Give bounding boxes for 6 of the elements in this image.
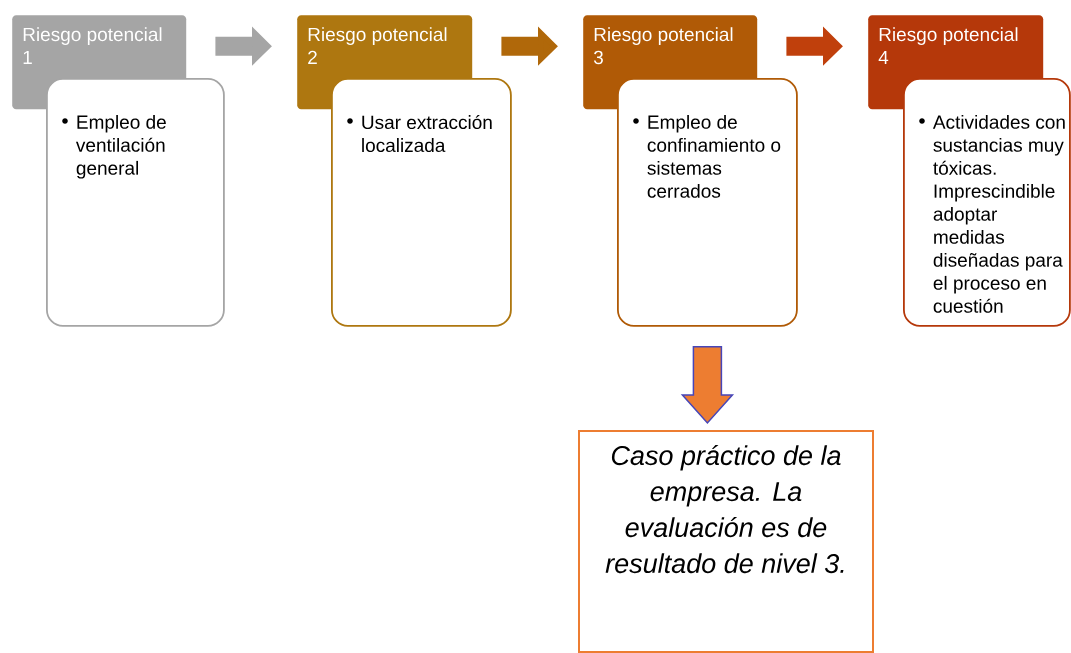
text-box: Empleo de ventilación general	[46, 78, 225, 327]
block-arrow	[680, 346, 735, 425]
text-box: Usar extracción localizada	[331, 78, 512, 327]
text-box: Actividades con sustancias muy tóxicas. Imprescindible adoptar medidas diseñadas para el proceso en cuestión	[903, 78, 1071, 327]
text-box: Empleo de confinamiento o sistemas cerrados	[617, 78, 798, 327]
note-box: Caso práctico de la empresa. La evaluación es de resultado de nivel 3.	[578, 430, 874, 653]
